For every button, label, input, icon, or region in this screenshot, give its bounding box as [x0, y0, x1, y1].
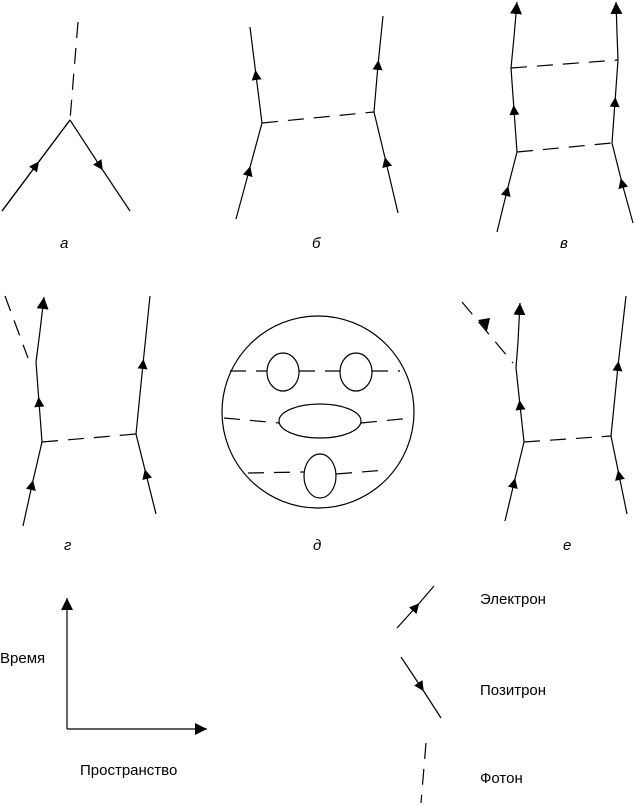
- panel-label-v: в: [560, 235, 568, 252]
- time-axis-label: Время: [0, 650, 45, 667]
- panel-b-diagram: [235, 15, 399, 220]
- panel-e-diagram: [461, 295, 628, 522]
- space-axis-label: Пространство: [80, 762, 177, 779]
- legend-positron-label: Позитрон: [480, 682, 546, 699]
- panel-a-diagram: [1, 21, 131, 212]
- legend: [396, 585, 442, 804]
- panel-d-diagram: [221, 315, 415, 509]
- positron-legend-line: [400, 656, 442, 719]
- panel-label-a: а: [60, 235, 68, 252]
- panel-label-e: е: [563, 537, 571, 554]
- panel-label-g: г: [64, 537, 72, 554]
- panel-label-d: д: [313, 537, 321, 554]
- legend-photon-label: Фотон: [480, 770, 523, 787]
- legend-electron-label: Электрон: [480, 591, 546, 608]
- electron-legend-line: [396, 585, 435, 629]
- panel-label-b: б: [312, 235, 321, 252]
- photon-legend-line: [420, 742, 427, 804]
- panel-v-diagram: [496, 1, 634, 233]
- panel-g-diagram: [4, 295, 157, 527]
- axes: [61, 598, 207, 735]
